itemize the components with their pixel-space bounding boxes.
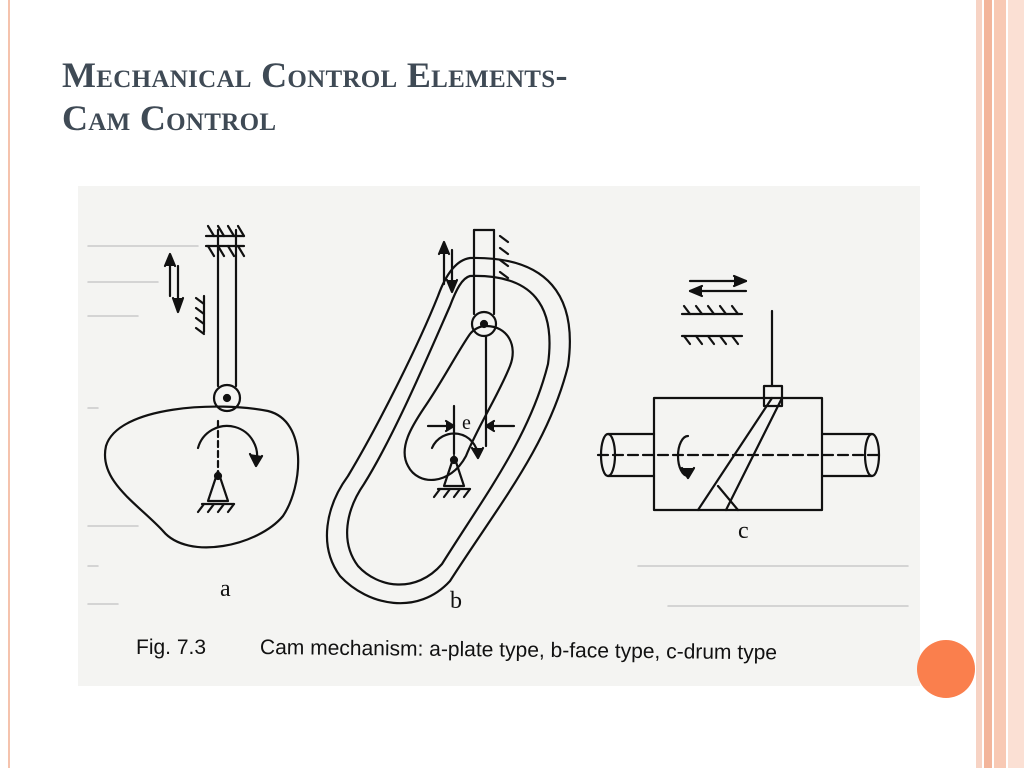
label-e: e: [462, 412, 471, 434]
right-border-stripe: [1008, 0, 1024, 768]
cam-diagram: [87, 224, 909, 607]
slide-title: Mechanical Control Elements- Cam Control: [62, 54, 762, 140]
plate-cam-a: [103, 224, 300, 549]
right-border-stripe: [976, 0, 982, 768]
right-border-stripe: [994, 0, 1006, 768]
left-border-rule: [8, 0, 10, 768]
slide-title-line-1: Mechanical Control Elements-: [62, 55, 568, 95]
label-b: b: [450, 588, 462, 614]
label-a: a: [220, 576, 231, 602]
drum-cam-c: [596, 274, 881, 512]
figure-number: Fig. 7.3: [136, 636, 207, 659]
slide-title-line-2: Cam Control: [62, 98, 277, 138]
label-c: c: [738, 518, 749, 544]
right-border-stripe: [984, 0, 992, 768]
face-cam-b: [325, 228, 571, 605]
cam-mechanism-figure: a b c e Fig. 7.3 Cam mechanism: a-plate …: [78, 186, 920, 686]
decorative-dot: [917, 640, 975, 698]
